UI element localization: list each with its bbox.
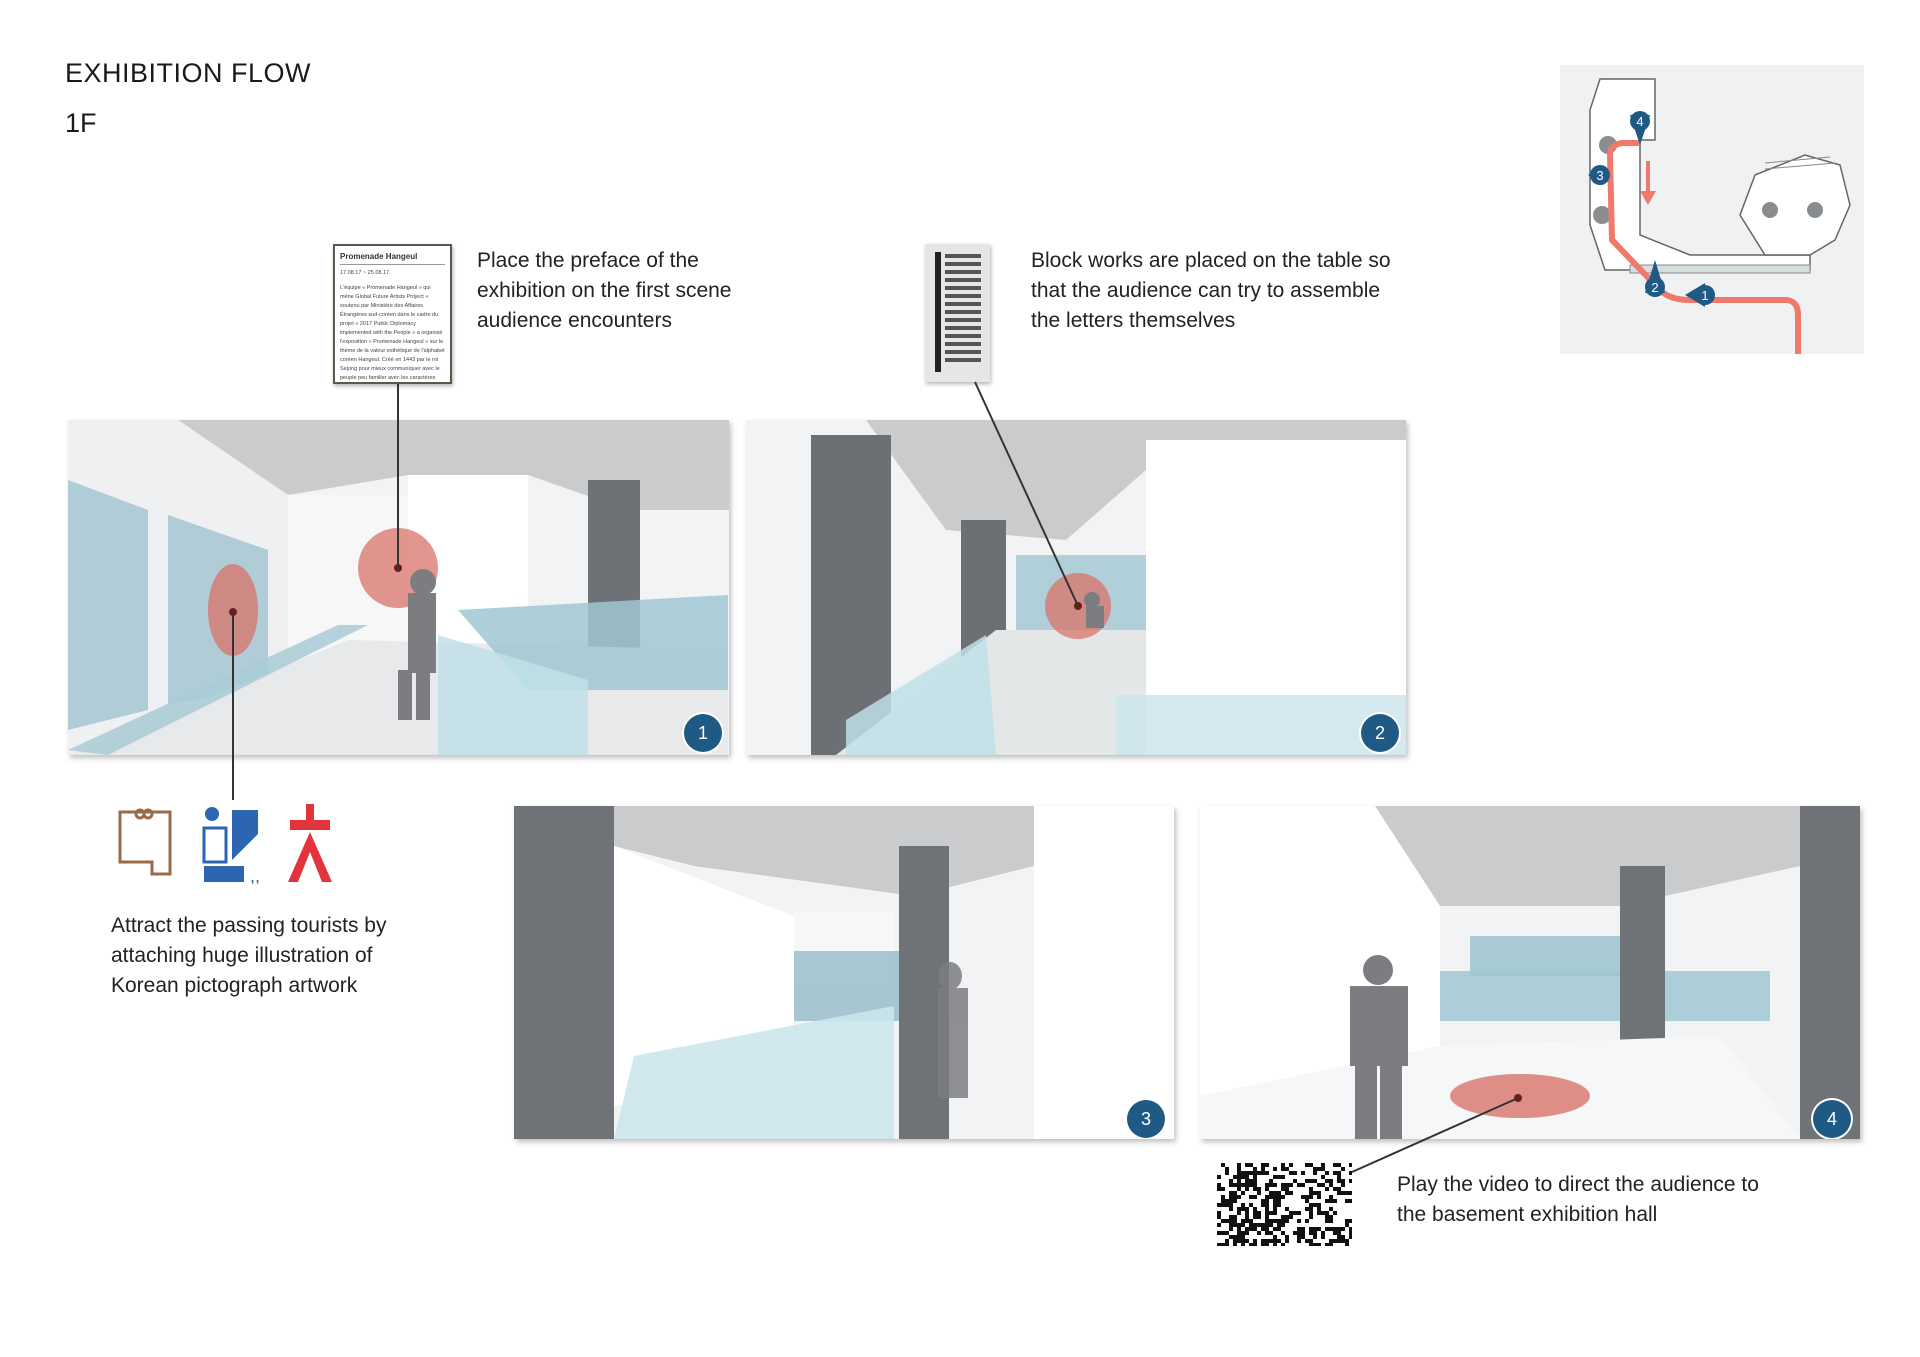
video-graphic — [1217, 1163, 1352, 1246]
preface-document: Promenade Hangeul 17.08.17 ~ 25.08.17. L… — [333, 244, 452, 384]
caption-preface: Place the preface of the exhibition on t… — [477, 246, 767, 336]
scene-badge: 3 — [1127, 1100, 1165, 1138]
caption-tourists: Attract the passing tourists by attachin… — [111, 911, 431, 1001]
floor-plan-map: 4 3 2 1 — [1560, 65, 1864, 357]
pictograph-brown — [118, 808, 172, 876]
caption-line: Place the preface of the — [477, 249, 699, 272]
scene-4-render: 4 — [1200, 806, 1860, 1139]
caption-line: the basement exhibition hall — [1397, 1203, 1658, 1226]
plan-marker-2: 2 — [1651, 280, 1658, 295]
block-works-image — [925, 244, 990, 382]
caption-line: attaching huge illustration of — [111, 944, 373, 967]
caption-line: Play the video to direct the audience to — [1397, 1173, 1759, 1196]
scene-badge: 2 — [1361, 714, 1399, 752]
caption-line: Korean pictograph artwork — [111, 974, 358, 997]
caption-line: the letters themselves — [1031, 309, 1236, 332]
caption-block-works: Block works are placed on the table so t… — [1031, 246, 1431, 336]
svg-text:,,: ,, — [250, 866, 260, 884]
caption-line: exhibition on the first scene — [477, 279, 732, 302]
caption-line: that the audience can try to assemble — [1031, 279, 1381, 302]
preface-doc-body: L'équipe « Promenade Hangeul » qui mène … — [340, 285, 445, 381]
plan-marker-4: 4 — [1636, 114, 1643, 129]
block-works-graphic — [935, 252, 981, 372]
scene-2-render: 2 — [746, 420, 1406, 755]
caption-line: audience encounters — [477, 309, 672, 332]
scene-badge: 1 — [684, 714, 722, 752]
scene-3-render: 3 — [514, 806, 1174, 1139]
floor-label: 1F — [65, 108, 97, 138]
pictograph-blue: ,, — [202, 807, 260, 884]
scene-1-render: 1 — [68, 420, 729, 755]
caption-line: Attract the passing tourists by — [111, 914, 387, 937]
plan-marker-1: 1 — [1701, 288, 1708, 303]
preface-doc-title: Promenade Hangeul — [340, 252, 445, 265]
preface-doc-dates: 17.08.17 ~ 25.08.17. — [340, 270, 391, 276]
caption-video: Play the video to direct the audience to… — [1397, 1170, 1797, 1230]
page-title: EXHIBITION FLOW — [65, 58, 312, 88]
pictograph-illustrations: ,, — [118, 804, 332, 884]
scene-badge: 4 — [1813, 1100, 1851, 1138]
caption-line: Block works are placed on the table so — [1031, 249, 1391, 272]
plan-marker-3: 3 — [1596, 168, 1603, 183]
pictograph-red — [288, 804, 332, 882]
flow-path — [1606, 140, 1801, 357]
